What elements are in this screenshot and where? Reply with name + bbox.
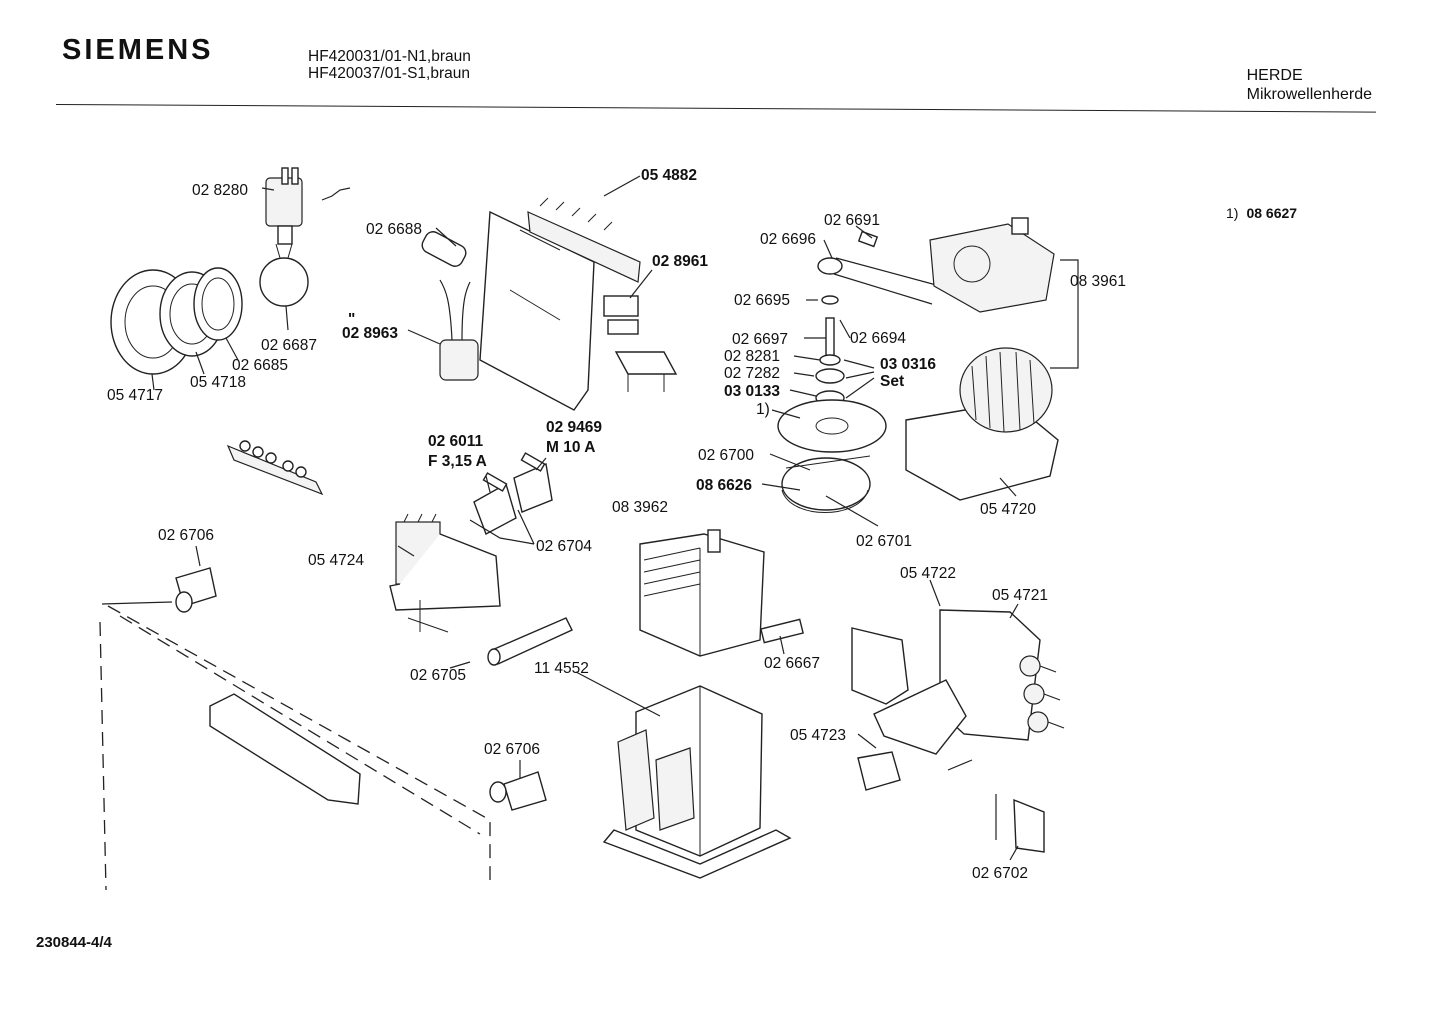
part-label: 05 4720 [980, 501, 1036, 518]
part-label: 02 6695 [734, 292, 790, 309]
part-label: 02 6701 [856, 533, 912, 550]
part-label: 03 0316 [880, 356, 936, 373]
product-category: HERDE Mikrowellenherde [1247, 66, 1372, 104]
footnote-marker: 1) [1226, 205, 1239, 221]
part-label: 05 4721 [992, 587, 1048, 604]
category-subtitle: Mikrowellenherde [1246, 86, 1372, 103]
capacitor-drawing [421, 231, 479, 381]
turntable-drive-drawing [777, 317, 887, 513]
part-label: 02 6705 [410, 667, 466, 684]
door-switch-drawing [175, 567, 547, 811]
part-label: 02 6706 [158, 527, 214, 544]
part-label: 02 8963 [342, 325, 398, 342]
part-label: 08 3961 [1070, 273, 1126, 290]
motor-belt-drawing [817, 217, 1055, 313]
part-label: 02 6685 [232, 357, 288, 374]
part-label: Set [880, 373, 904, 390]
fan-blower-drawing [905, 259, 1079, 501]
model-list: HF420031/01-N1,braun HF420037/01-S1,brau… [308, 48, 471, 82]
part-label: 08 3962 [612, 499, 668, 516]
part-labels: 02 8280 02 6688 05 4882 02 8961 02 6691 … [107, 167, 1126, 882]
part-rating: M 10 A [546, 439, 595, 456]
part-label: 02 9469 [546, 419, 602, 436]
part-label: 02 6702 [972, 865, 1028, 882]
brand-logo: SIEMENS [62, 34, 214, 66]
hv-transformer-drawing [602, 685, 792, 879]
door-frame-drawing [99, 601, 491, 891]
part-label: 03 0133 [724, 383, 780, 400]
part-label: 02 6696 [760, 231, 816, 248]
part-label: 02 6700 [698, 447, 754, 464]
magnetron-drawing [639, 529, 804, 657]
document-number: 230844-4/4 [36, 934, 112, 951]
part-label: 02 6706 [484, 741, 540, 758]
part-label: 05 4717 [107, 387, 163, 404]
part-label: 02 8281 [724, 348, 780, 365]
category-title: HERDE [1246, 67, 1303, 84]
part-label: 02 7282 [724, 365, 780, 382]
lamp-cover-drawing [110, 267, 243, 375]
part-label: 02 8961 [652, 253, 708, 270]
leader-lines [151, 175, 1019, 861]
part-label: 02 6687 [261, 337, 317, 354]
part-label: 1) [756, 401, 770, 418]
model-number: HF420037/01-S1,braun [308, 65, 471, 82]
relay-drawing [389, 513, 501, 633]
part-label: 05 4722 [900, 565, 956, 582]
lamp-socket-drawing [259, 167, 351, 307]
part-label: 02 6691 [824, 212, 880, 229]
part-label: 05 4882 [641, 167, 697, 184]
footnote: 1) 08 6627 [1226, 205, 1297, 221]
model-number: HF420031/01-N1,braun [308, 48, 471, 65]
terminal-strip-drawing [226, 440, 324, 496]
part-label: 02 6011 [428, 433, 484, 450]
hv-diode-drawing [487, 617, 573, 666]
part-label: 02 6667 [764, 655, 820, 672]
part-label: 05 4718 [190, 374, 246, 391]
part-label: 02 6704 [536, 538, 592, 555]
part-mark: " [348, 311, 355, 328]
part-label: 05 4723 [790, 727, 846, 744]
part-label: 08 6626 [696, 477, 752, 494]
part-rating: F 3,15 A [428, 453, 487, 470]
part-label: 02 8280 [192, 182, 248, 199]
part-label: 11 4552 [534, 660, 589, 677]
part-label: 05 4724 [308, 552, 364, 569]
part-label: 02 6694 [850, 330, 906, 347]
hv-capacitor-drawing [851, 609, 1065, 853]
control-panel-bracket-drawing [479, 197, 678, 411]
part-label: 02 6688 [366, 221, 422, 238]
part-label: 02 6697 [732, 331, 788, 348]
footnote-part-number: 08 6627 [1246, 205, 1298, 221]
